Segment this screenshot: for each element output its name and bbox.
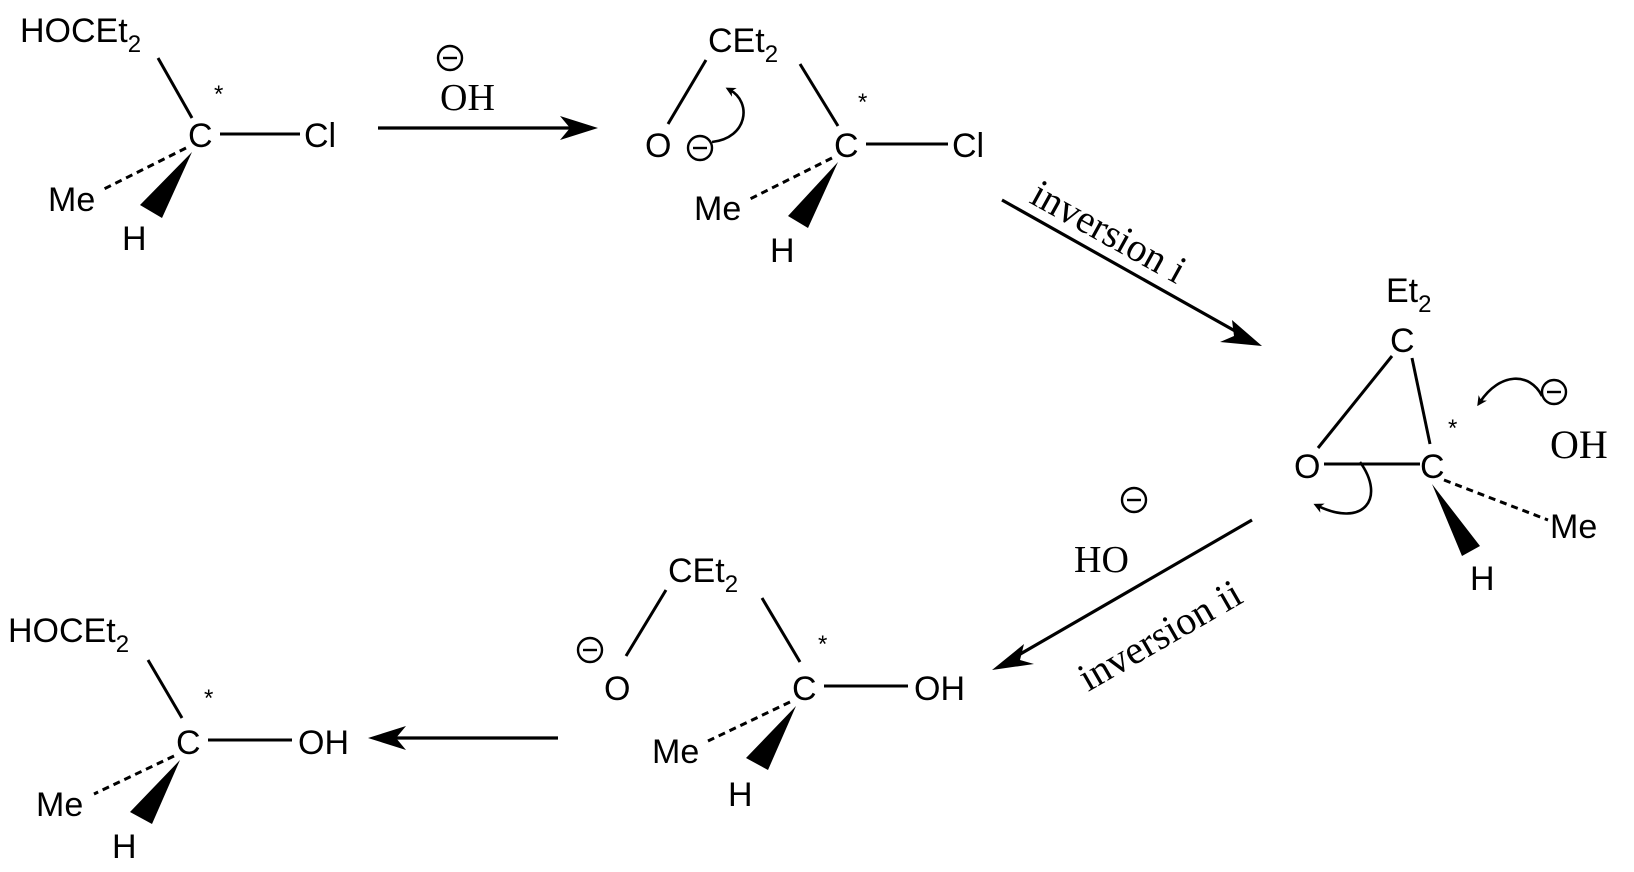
methyl-label: Me [1550,508,1597,546]
hydrogen-label: H [728,776,753,814]
carbon-label: C [188,117,213,155]
hydrogen-label: H [1470,560,1495,598]
arrow-step-2: inversion i [1001,171,1262,346]
oxygen-label: O [604,670,630,708]
arrow-head-icon [368,726,406,750]
oxygen-label: O [1294,448,1320,486]
hydroxyl-label: OH [914,670,965,708]
dashed-bond-me [93,754,175,796]
chlorine-label: Cl [952,127,984,165]
curly-arrow-icon [1313,461,1373,515]
negative-charge-icon [1540,378,1568,406]
curly-arrow-icon [1477,377,1544,407]
negative-charge-icon [576,636,604,664]
reaction-arrow-2 [1001,198,1245,338]
hydrogen-label: H [770,232,795,270]
bond-c-side-chain [156,57,194,119]
dashed-bond-me [103,146,187,191]
methyl-label: Me [652,733,699,771]
bond-c-o [1316,355,1394,449]
cet2-label: CEt2 [668,552,738,598]
hocet2-label: HOCEt2 [20,12,141,58]
wedge-bond-h [1432,484,1480,556]
molecule-5-product-alcohol: HOCEt2 * C OH Me H [8,612,349,866]
arrow-head-icon [992,644,1034,670]
methyl-label: Me [694,190,741,228]
cet2-label: CEt2 [708,22,778,68]
curly-arrow-icon [711,87,745,144]
arrow-head-icon [560,116,598,140]
inversion-i-label: inversion i [1024,171,1194,293]
wedge-bond-h [788,162,838,228]
arrow-step-4 [368,726,558,750]
hocet2-label: HOCEt2 [8,612,129,658]
molecule-1-starting-chloride: HOCEt2 * C Cl Me H [20,12,336,258]
stereocenter-asterisk: * [818,631,827,658]
carbon-label: C [792,670,817,708]
bond-c-c [1410,357,1432,445]
negative-charge-icon [686,134,714,162]
methyl-label: Me [36,786,83,824]
wedge-bond-h [130,760,180,824]
hydroxide-label: OH [1550,422,1608,467]
chlorine-label: Cl [304,117,336,155]
hydrogen-label: H [122,220,147,258]
inversion-ii-label: inversion ii [1070,570,1249,700]
oxygen-label: O [645,127,671,165]
bond-c-o [624,589,668,657]
arrow-head-icon [1220,320,1262,346]
hydroxide-reagent: HO [1074,539,1129,581]
bond-c-c [760,597,802,663]
carbon-label: C [1390,322,1415,360]
bond-c-o [666,59,708,125]
wedge-bond-h [140,152,192,218]
stereocenter-asterisk: * [858,89,867,116]
reaction-arrow-3 [1009,518,1253,662]
negative-charge-icon [436,44,464,72]
hydroxide-reagent: OH [440,77,495,119]
stereocenter-asterisk: * [1448,415,1457,442]
methyl-label: Me [48,181,95,219]
dashed-bond-me [707,700,791,743]
molecule-4-alkoxide-alcohol: CEt2 O * C OH Me H [576,552,965,814]
arrow-step-3: HO inversion ii [992,486,1253,700]
et2-label: Et2 [1386,272,1431,318]
dashed-bond-me [749,156,833,201]
hydrogen-label: H [112,828,137,866]
hydroxyl-label: OH [298,724,349,762]
dashed-bond-me [1443,478,1549,522]
wedge-bond-h [746,706,796,770]
bond-c-c [798,63,840,127]
carbon-label: C [1420,448,1445,486]
bond-c-side-chain [146,659,184,719]
stereocenter-asterisk: * [204,685,213,712]
carbon-label: C [176,724,201,762]
arrow-step-1: OH [378,44,598,140]
carbon-label: C [834,127,859,165]
negative-charge-icon [1120,486,1148,514]
stereocenter-asterisk: * [214,81,223,108]
molecule-3-epoxide: Et2 C O * C Me H OH [1294,272,1608,598]
molecule-2-alkoxide-chloride: CEt2 O * C Cl Me H [645,22,984,270]
